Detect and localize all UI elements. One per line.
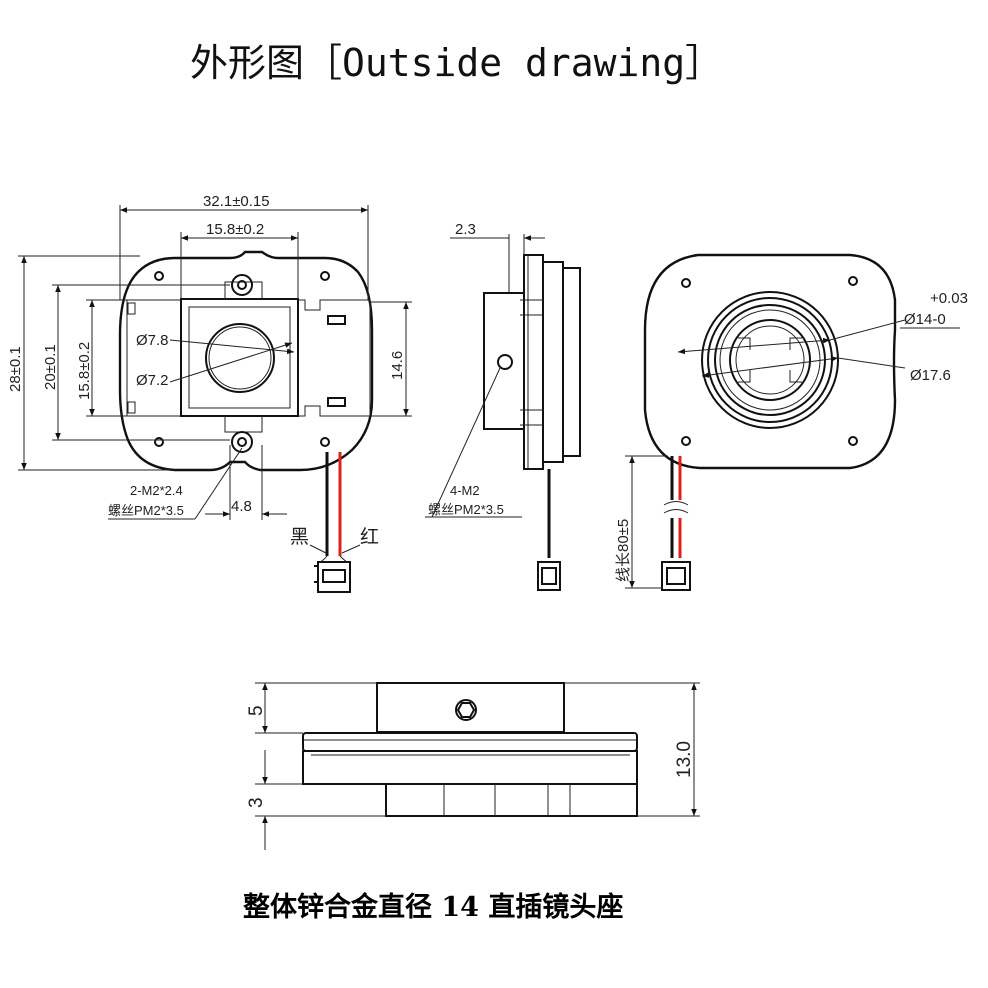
front-screw-hole-bottom [231,431,253,453]
bottom-plate [302,732,638,752]
dim-hole-offset: 4.8 [231,498,252,515]
bottom-dim-bottom: 3 [246,797,267,808]
side-plate [523,254,544,470]
bottom-view: 5 3 13.0 [246,682,700,850]
front-dia-inner: Ø7.2 [136,372,169,389]
wire-black-label: 黑 [290,527,309,548]
wire-red-label: 红 [360,526,379,548]
product-caption: 整体锌合金直径 14 直插镜头座 [243,891,623,923]
front-lens-bore [205,323,275,393]
back-wire-length: 线长80±5 [615,519,632,582]
drawing-title: 外形图［Outside drawing］ [190,41,723,85]
bottom-dim-top: 5 [246,705,267,716]
back-lens-bore [729,319,811,401]
front-connector [314,561,351,593]
side-screw-hole [497,354,513,370]
back-view: Ø14-0 +0.03 Ø17.6 线长80±5 [615,253,968,591]
dim-width-inner: 15.8±0.2 [206,221,264,238]
front-body-outline [118,250,374,472]
side-screw-spec: 4-M2 [450,483,480,498]
back-body-outline [643,253,897,470]
side-thickness: 2.3 [455,221,476,238]
front-dia-outer: Ø7.8 [136,332,169,349]
dim-width-overall: 32.1±0.15 [203,193,270,210]
dim-height-overall: 28±0.1 [7,346,24,392]
back-dia-outer: Ø17.6 [910,367,951,384]
bottom-barrel [376,682,565,733]
front-screw-type: 螺丝PM2*3.5 [108,503,184,518]
dim-height-right: 14.6 [389,351,406,380]
front-sensor-window [180,298,299,417]
back-dia-bore-tol: +0.03 [930,290,968,307]
front-screw-spec: 2-M2*2.4 [130,483,183,498]
bottom-lower-block [385,783,638,817]
front-view: Ø7.8 Ø7.2 黑 红 32.1±0.15 15.8±0.2 28±0.1 … [7,193,412,593]
dim-height-inner: 15.8±0.2 [76,342,93,400]
back-connector [661,561,691,591]
side-barrel [483,292,525,430]
front-screw-hole-top [231,274,253,296]
bottom-dim-total: 13.0 [674,741,695,778]
back-dia-bore: Ø14-0 [904,311,946,328]
side-view: 2.3 4-M2 螺丝PM2*3.5 [425,221,581,591]
side-connector [537,561,561,591]
dim-hole-spacing: 20±0.1 [42,344,59,390]
side-screw-type: 螺丝PM2*3.5 [428,502,504,517]
back-outer-ring [701,291,839,429]
